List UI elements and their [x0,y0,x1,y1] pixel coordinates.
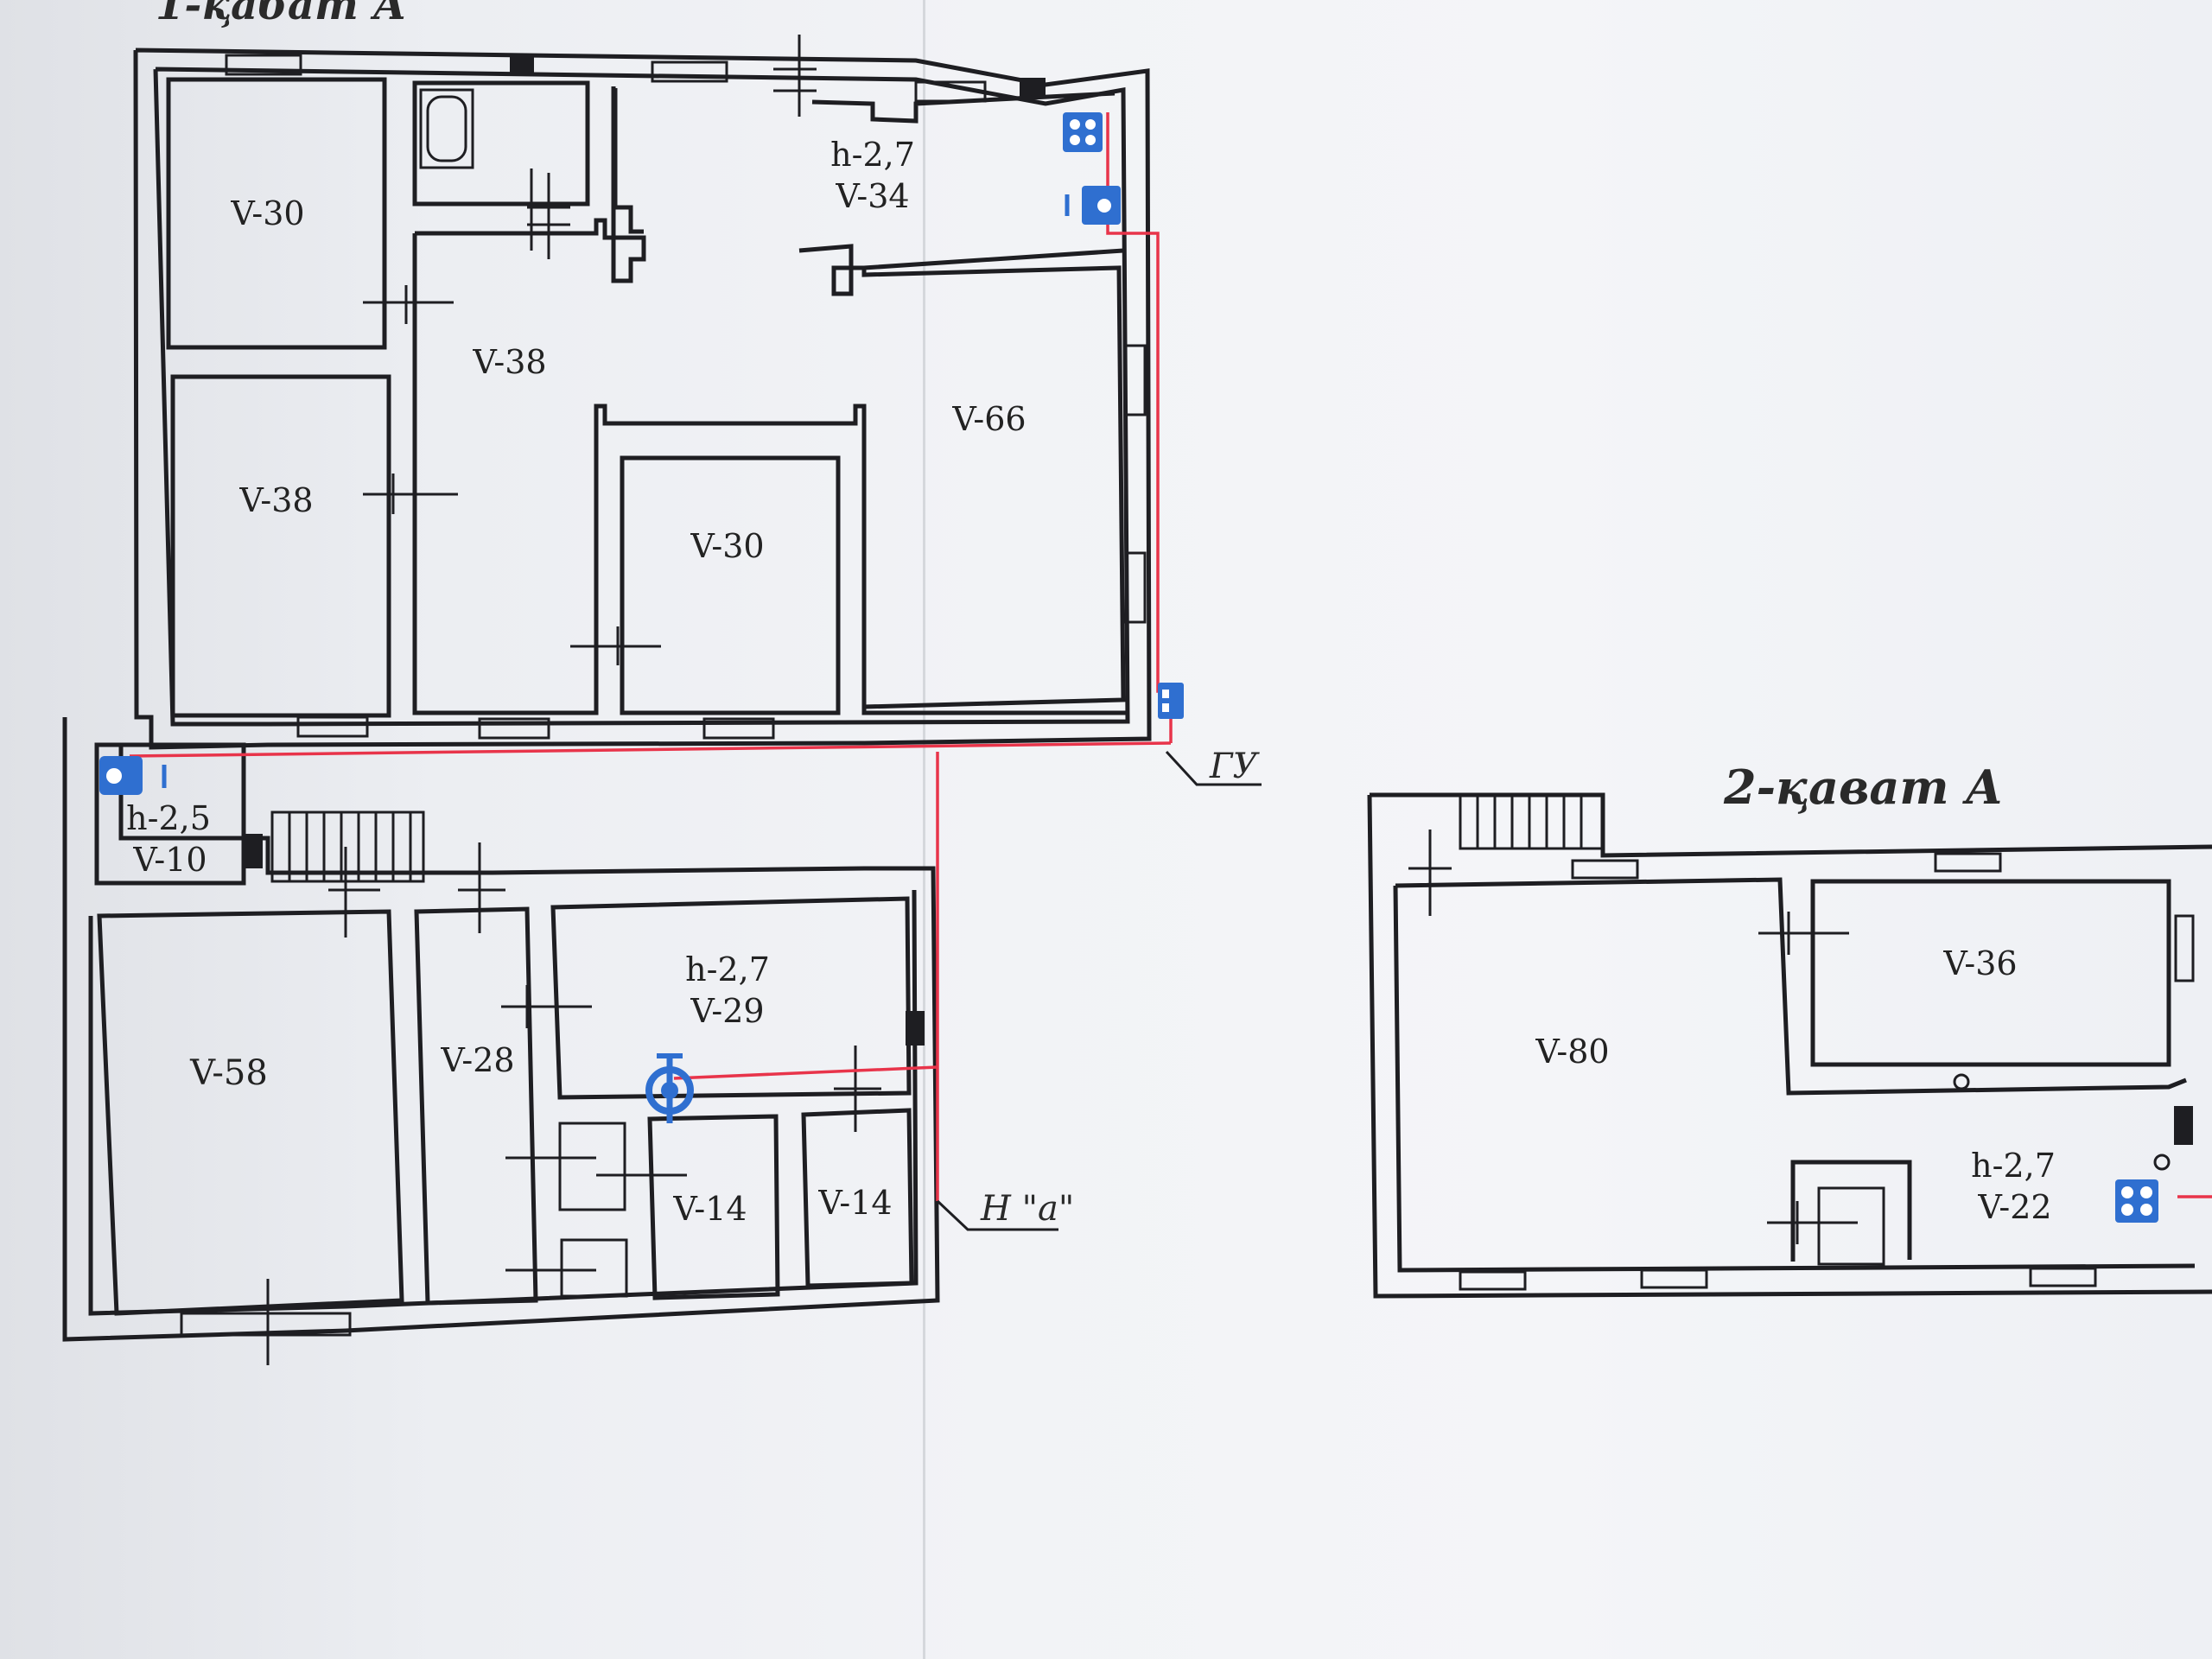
floor2-walls [1367,792,2212,1299]
room-label: V-30 [230,194,304,232]
room-label: V-22 [1977,1188,2051,1226]
paper-fold [923,0,925,1659]
gu-label: ГУ [1209,747,1260,786]
room-label: V-80 [1535,1033,1609,1071]
floor1-gas-pipes [129,112,1173,1201]
room-label: V-34 [835,177,909,215]
room-height-label: h-2,5 [126,799,211,837]
room-height-label: h-2,7 [830,136,915,174]
room-label: V-14 [672,1190,747,1228]
floor1-outer-walls [133,48,1152,750]
stove-icon [1063,112,1103,152]
floor1-title: 1-қабат А [156,0,407,29]
floor1-labels: V-30 V-38 V-38 V-30 V-66 h-2,7 V-34 h-2,… [126,136,1026,1228]
floor2-title: 2-қават А [1723,760,2003,815]
bathtub-icon [419,88,474,169]
stairs-lines [288,812,412,881]
room-label: V-10 [132,841,207,879]
boiler-icon [99,756,167,795]
floor1-doors [363,35,817,665]
room-tl-top [166,77,387,350]
floor1-lower-block [62,717,940,1365]
room-label: V-58 [189,1053,268,1093]
room-label: V-14 [817,1184,892,1222]
floor2: 2-қават А [1367,760,2212,1299]
room-center [620,455,841,715]
room-label: V-38 [238,481,313,519]
gu-callout: ГУ [1165,747,1262,786]
room-bath [412,80,590,207]
stairs-icon [1459,793,1605,850]
stove-icon [2115,1179,2158,1223]
valve-icon [645,1053,694,1123]
room-label: V-66 [951,400,1026,438]
inlet-label: Н "а" [980,1189,1074,1229]
room-height-label: h-2,7 [685,950,770,988]
room-label: V-30 [690,527,764,565]
inlet-callout: Н "а" [936,1189,1074,1231]
floor1-windows [225,54,1147,740]
floor1: 1-қабат А [62,0,1262,1365]
floor2-labels: V-80 V-36 h-2,7 V-22 [1535,944,2055,1226]
gas-meter-icon [1158,683,1184,719]
room-f2-right [1810,879,2171,1067]
room-label: V-38 [472,343,546,381]
room-height-label: h-2,7 [1971,1147,2056,1185]
floor1-rooms [166,77,1128,718]
room-label: V-36 [1942,944,2017,982]
room-boiler [94,742,246,886]
stairs-icon [270,810,425,883]
boiler-icon [1065,186,1121,225]
room-label: V-28 [440,1041,514,1079]
room-label: V-29 [690,992,764,1030]
room-tl-bottom [170,374,391,718]
